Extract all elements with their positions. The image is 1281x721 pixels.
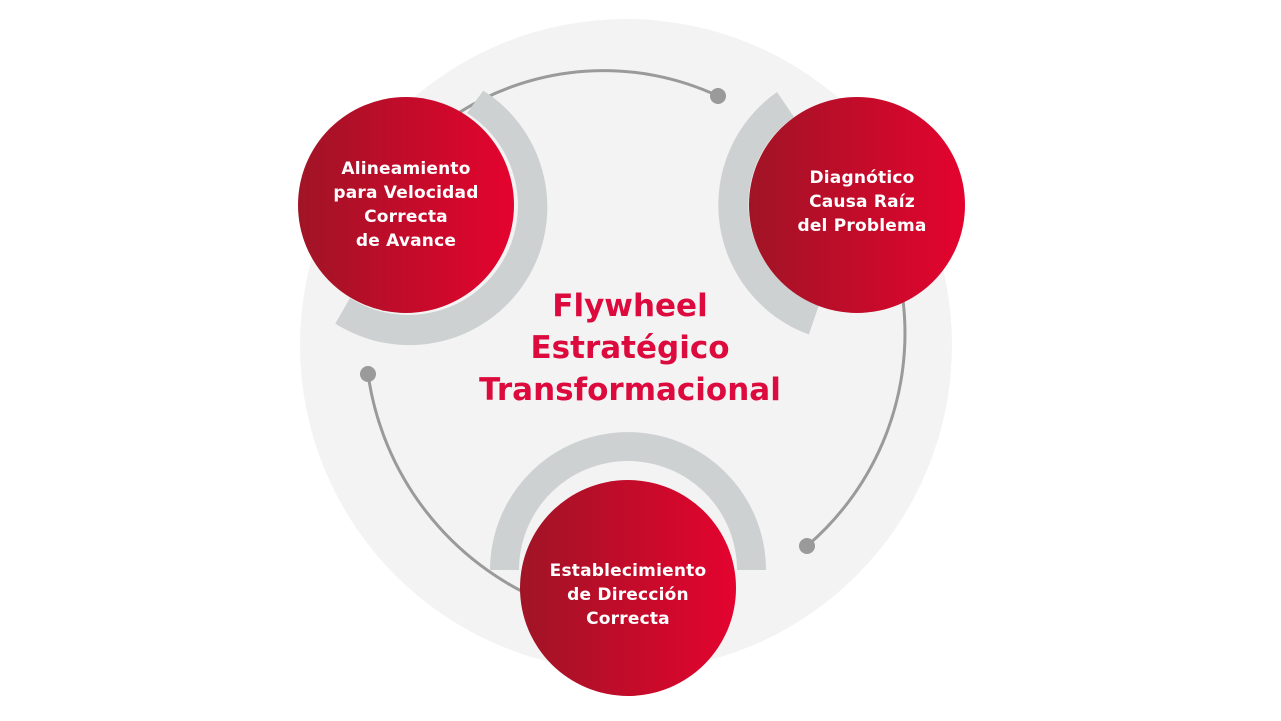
dot-icon	[360, 366, 376, 382]
cycle-dots	[360, 88, 815, 554]
dot-icon	[799, 538, 815, 554]
node-label-diagnostico: Diagnótico Causa Raíz del Problema	[797, 168, 927, 236]
node-label-alineamiento: Alineamiento para Velocidad Correcta de …	[333, 159, 479, 251]
node-establecimiento	[520, 480, 736, 696]
connector-left	[366, 372, 547, 604]
flywheel-nodes	[298, 97, 965, 696]
shadow-arc-diagnostico	[718, 92, 819, 335]
diagram-title: Flywheel Estratégico Transformacional	[479, 288, 781, 408]
shadow-arc-establecimiento	[490, 432, 766, 570]
connector-right	[805, 298, 907, 548]
node-shadow-arcs	[335, 90, 819, 570]
dot-icon	[710, 88, 726, 104]
node-diagnostico	[749, 97, 965, 313]
node-alineamiento	[298, 97, 514, 313]
shadow-arc-alineamiento	[335, 90, 548, 346]
node-label-establecimiento: Establecimiento de Dirección Correcta	[549, 561, 707, 629]
cycle-connectors	[366, 69, 907, 604]
connector-top	[458, 69, 720, 114]
